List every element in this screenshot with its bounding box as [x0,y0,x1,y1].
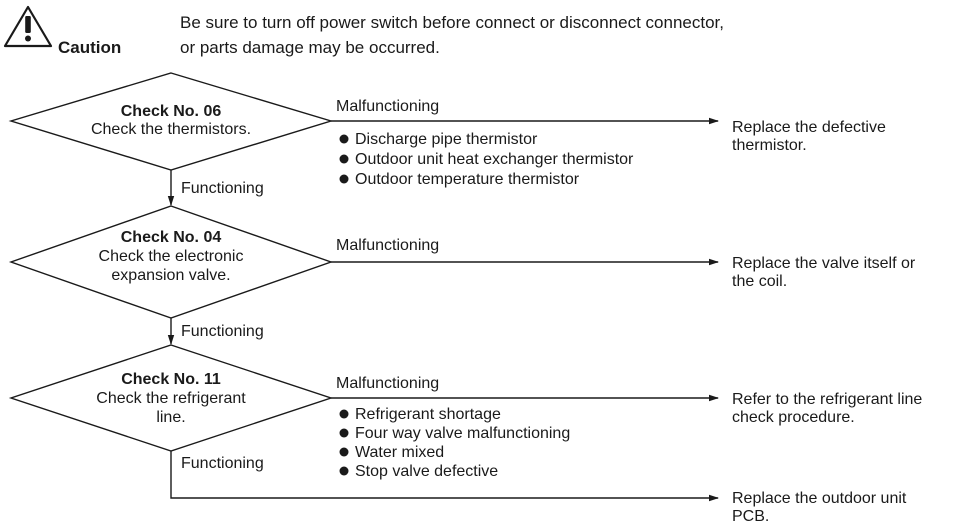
bullet-icon [339,154,349,164]
check-number: Check No. 04 [121,229,222,246]
caution-label: Caution [58,38,121,57]
functioning-label: Functioning [181,180,264,197]
cause-item: Four way valve malfunctioning [355,425,570,442]
malfunction-label: Malfunctioning [336,98,439,115]
check-description: Check the thermistors. [91,121,251,138]
functioning-label: Functioning [181,455,264,472]
functioning-label: Functioning [181,323,264,340]
check-description: expansion valve. [111,267,230,284]
check-number: Check No. 11 [121,371,221,388]
bullet-icon [339,428,349,438]
warning-triangle-icon [3,5,53,48]
action-text: check procedure. [732,409,855,426]
bullet-icon [339,409,349,419]
check-description: Check the refrigerant [96,390,246,407]
final-action-text: Replace the outdoor unit [732,490,907,507]
cause-list: Discharge pipe thermistor Outdoor unit h… [339,131,634,188]
bullet-icon [339,174,349,184]
cause-item: Water mixed [355,444,444,461]
bullet-icon [339,466,349,476]
cause-item: Outdoor temperature thermistor [355,171,580,188]
final-action-text: PCB. [732,508,769,525]
cause-item: Refrigerant shortage [355,406,501,423]
cause-item: Outdoor unit heat exchanger thermistor [355,151,634,168]
action-text: the coil. [732,273,787,290]
check-number: Check No. 06 [121,103,222,120]
check-description: line. [156,409,185,426]
action-text: Replace the defective [732,119,886,136]
action-text: Replace the valve itself or [732,255,916,272]
action-text: Refer to the refrigerant line [732,391,922,408]
bullet-icon [339,447,349,457]
malfunction-label: Malfunctioning [336,237,439,254]
caution-text-line-1: Be sure to turn off power switch before … [180,13,724,32]
malfunction-label: Malfunctioning [336,375,439,392]
action-text: thermistor. [732,137,807,154]
caution-text-line-2: or parts damage may be occurred. [180,38,440,57]
bullet-icon [339,134,349,144]
cause-item: Discharge pipe thermistor [355,131,538,148]
cause-item: Stop valve defective [355,463,498,480]
functioning-arrow [170,451,719,502]
check-description: Check the electronic [99,248,244,265]
cause-list: Refrigerant shortage Four way valve malf… [339,406,570,480]
